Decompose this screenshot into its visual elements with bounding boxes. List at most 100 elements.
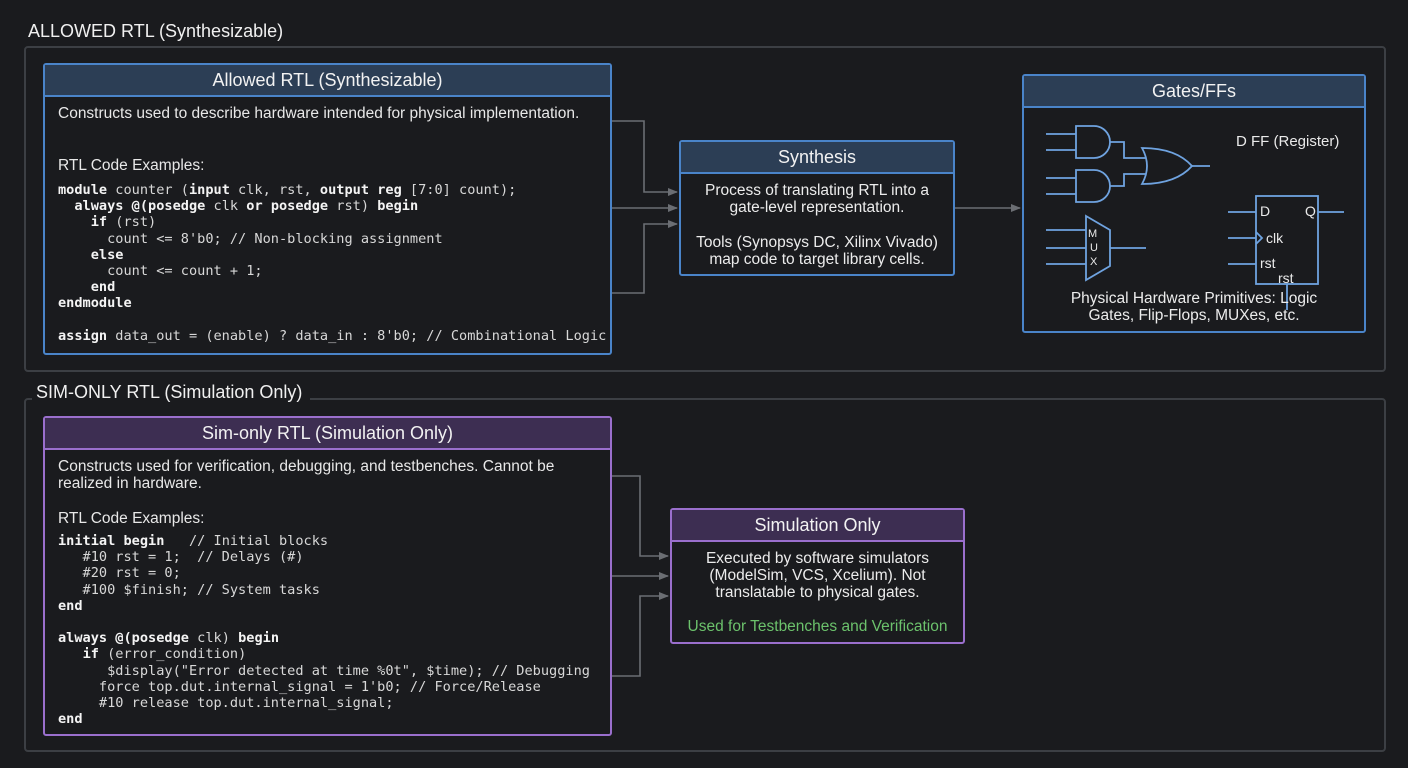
code-keyword: input xyxy=(188,182,230,198)
allowed-rtl-section-title: ALLOWED RTL (Synthesizable) xyxy=(24,21,292,42)
code-text: [7:0] count); xyxy=(401,182,517,198)
allowed-rtl-description: Constructs used to describe hardware int… xyxy=(58,105,580,122)
code-line: $display("Error detected at time %0t", $… xyxy=(58,663,590,679)
code-keyword: assign xyxy=(58,327,108,344)
sim-only-rtl-examples-label: RTL Code Examples: xyxy=(58,510,205,527)
code-text: counter ( xyxy=(107,182,189,198)
code-line: count <= 8'b0; // Non-blocking assignmen… xyxy=(58,231,606,247)
code-text: (rst) xyxy=(107,214,157,231)
code-text: count <= count + 1; xyxy=(58,263,263,280)
code-line: #10 release top.dut.internal_signal; xyxy=(58,695,590,711)
code-line: force top.dut.internal_signal = 1'b0; //… xyxy=(58,679,590,695)
sim-only-section-title: SIM-ONLY RTL (Simulation Only) xyxy=(32,382,311,403)
code-text: #10 release top.dut.internal_signal; xyxy=(58,695,394,712)
code-text: #100 $finish; // System tasks xyxy=(58,581,320,598)
synthesis-tools-text: Tools (Synopsys DC, Xilinx Vivado) map c… xyxy=(696,234,938,268)
arrow-sim-rtl-to-simulation-bottom xyxy=(612,592,669,677)
and-gate-icon xyxy=(1075,125,1111,159)
sim-only-rtl-code-block: initial begin // Initial blocks #10 rst … xyxy=(58,533,590,727)
code-keyword: if xyxy=(90,214,108,231)
code-keyword: begin xyxy=(377,198,419,215)
dff-clk-pin: clk xyxy=(1266,230,1284,246)
code-line: end xyxy=(58,279,606,295)
dff-rst-label: rst xyxy=(1260,255,1276,271)
code-line: else xyxy=(58,247,606,263)
code-text: rst) xyxy=(328,198,378,215)
code-line: #20 rst = 0; xyxy=(58,565,590,581)
code-line: count <= count + 1; xyxy=(58,263,606,279)
dff-q-pin: Q xyxy=(1305,203,1316,219)
code-line: initial begin // Initial blocks xyxy=(58,533,590,549)
simulation-only-box: Simulation Only Executed by software sim… xyxy=(670,508,965,644)
code-text: #20 rst = 0; xyxy=(58,565,181,582)
mux-icon xyxy=(1085,214,1111,282)
gate-primitives-illustration: M U X D FF (Register) D Q clk rst rst xyxy=(1046,125,1344,310)
gates-caption: Physical Hardware Primitives: Logic Gate… xyxy=(1070,290,1318,324)
allowed-rtl-box: Allowed RTL (Synthesizable) Constructs u… xyxy=(43,63,612,355)
simulation-usage-note: Used for Testbenches and Verification xyxy=(687,618,948,635)
gates-ffs-box: Gates/FFs M U X D FF (Register) D xyxy=(1022,74,1366,333)
code-keyword: end xyxy=(58,711,83,728)
arrow-rtl-to-synthesis-top xyxy=(612,120,678,196)
synthesis-description: Process of translating RTL into a gate-l… xyxy=(704,182,929,216)
allowed-rtl-code-block: module counter (input clk, rst, output r… xyxy=(58,182,606,344)
code-keyword: or posedge xyxy=(246,198,329,215)
arrow-sim-rtl-to-simulation-top xyxy=(612,475,669,560)
code-text: count <= 8'b0; // Non-blocking assignmen… xyxy=(58,230,443,247)
code-keyword: posedge xyxy=(131,630,189,647)
allowed-rtl-section xyxy=(24,46,1386,372)
dff-title: D FF (Register) xyxy=(1236,133,1339,150)
code-text: clk, rst, xyxy=(229,182,320,198)
code-keyword: end xyxy=(58,597,83,614)
code-text: #10 rst = 1; // Delays (#) xyxy=(58,549,304,566)
code-text: clk) xyxy=(188,630,239,647)
code-line: always @(posedge clk) begin xyxy=(58,630,590,646)
gates-ffs-box-title: Gates/FFs xyxy=(1024,76,1364,108)
code-text: force top.dut.internal_signal = 1'b0; //… xyxy=(58,678,541,695)
code-keyword: endmodule xyxy=(58,295,132,312)
and-gate-icon xyxy=(1075,169,1111,203)
code-line: end xyxy=(58,598,590,614)
code-text: // Initial blocks xyxy=(164,533,329,549)
code-keyword: end xyxy=(90,279,116,296)
code-text: $display("Error detected at time %0t", $… xyxy=(58,662,590,679)
dff-d-pin: D xyxy=(1260,203,1270,219)
mux-letter-x: X xyxy=(1090,256,1098,268)
code-line: #10 rst = 1; // Delays (#) xyxy=(58,549,590,565)
code-line: module counter (input clk, rst, output r… xyxy=(58,182,606,198)
synthesis-box: Synthesis Process of translating RTL int… xyxy=(679,140,955,276)
mux-letter-m: M xyxy=(1088,228,1097,240)
code-line: always @(posedge clk or posedge rst) beg… xyxy=(58,198,606,214)
code-line: end xyxy=(58,711,590,727)
sim-only-rtl-description: Constructs used for verification, debugg… xyxy=(58,458,555,492)
code-keyword: posedge xyxy=(148,198,206,215)
code-text: clk xyxy=(205,198,247,215)
code-line: if (error_condition) xyxy=(58,646,590,662)
code-keyword: else xyxy=(90,246,124,263)
code-keyword: initial begin xyxy=(58,533,165,549)
synthesis-box-title: Synthesis xyxy=(681,142,953,174)
code-line: assign data_out = (enable) ? data_in : 8… xyxy=(58,328,606,344)
allowed-rtl-box-title: Allowed RTL (Synthesizable) xyxy=(45,65,610,97)
code-keyword: if xyxy=(82,646,99,663)
code-text: (error_condition) xyxy=(98,646,247,663)
code-line: #100 $finish; // System tasks xyxy=(58,582,590,598)
code-keyword: always @( xyxy=(74,198,149,215)
arrow-rtl-to-synthesis-bottom xyxy=(612,220,678,294)
simulation-only-box-title: Simulation Only xyxy=(672,510,963,542)
code-text: data_out = (enable) ? data_in : 8'b0; //… xyxy=(107,327,607,344)
code-keyword: begin xyxy=(238,630,279,647)
code-keyword: output reg xyxy=(319,182,402,198)
code-keyword: always @( xyxy=(58,630,132,647)
code-line: if (rst) xyxy=(58,214,606,230)
sim-only-rtl-box-title: Sim-only RTL (Simulation Only) xyxy=(45,418,610,450)
sim-only-section xyxy=(24,398,1386,752)
allowed-rtl-examples-label: RTL Code Examples: xyxy=(58,157,205,174)
sim-only-rtl-box: Sim-only RTL (Simulation Only) Construct… xyxy=(43,416,612,736)
dff-rst-pin: rst xyxy=(1278,270,1294,286)
simulation-description: Executed by software simulators (ModelSi… xyxy=(705,550,930,601)
code-line: endmodule xyxy=(58,295,606,311)
mux-letter-u: U xyxy=(1090,242,1098,254)
or-gate-icon xyxy=(1140,147,1194,185)
